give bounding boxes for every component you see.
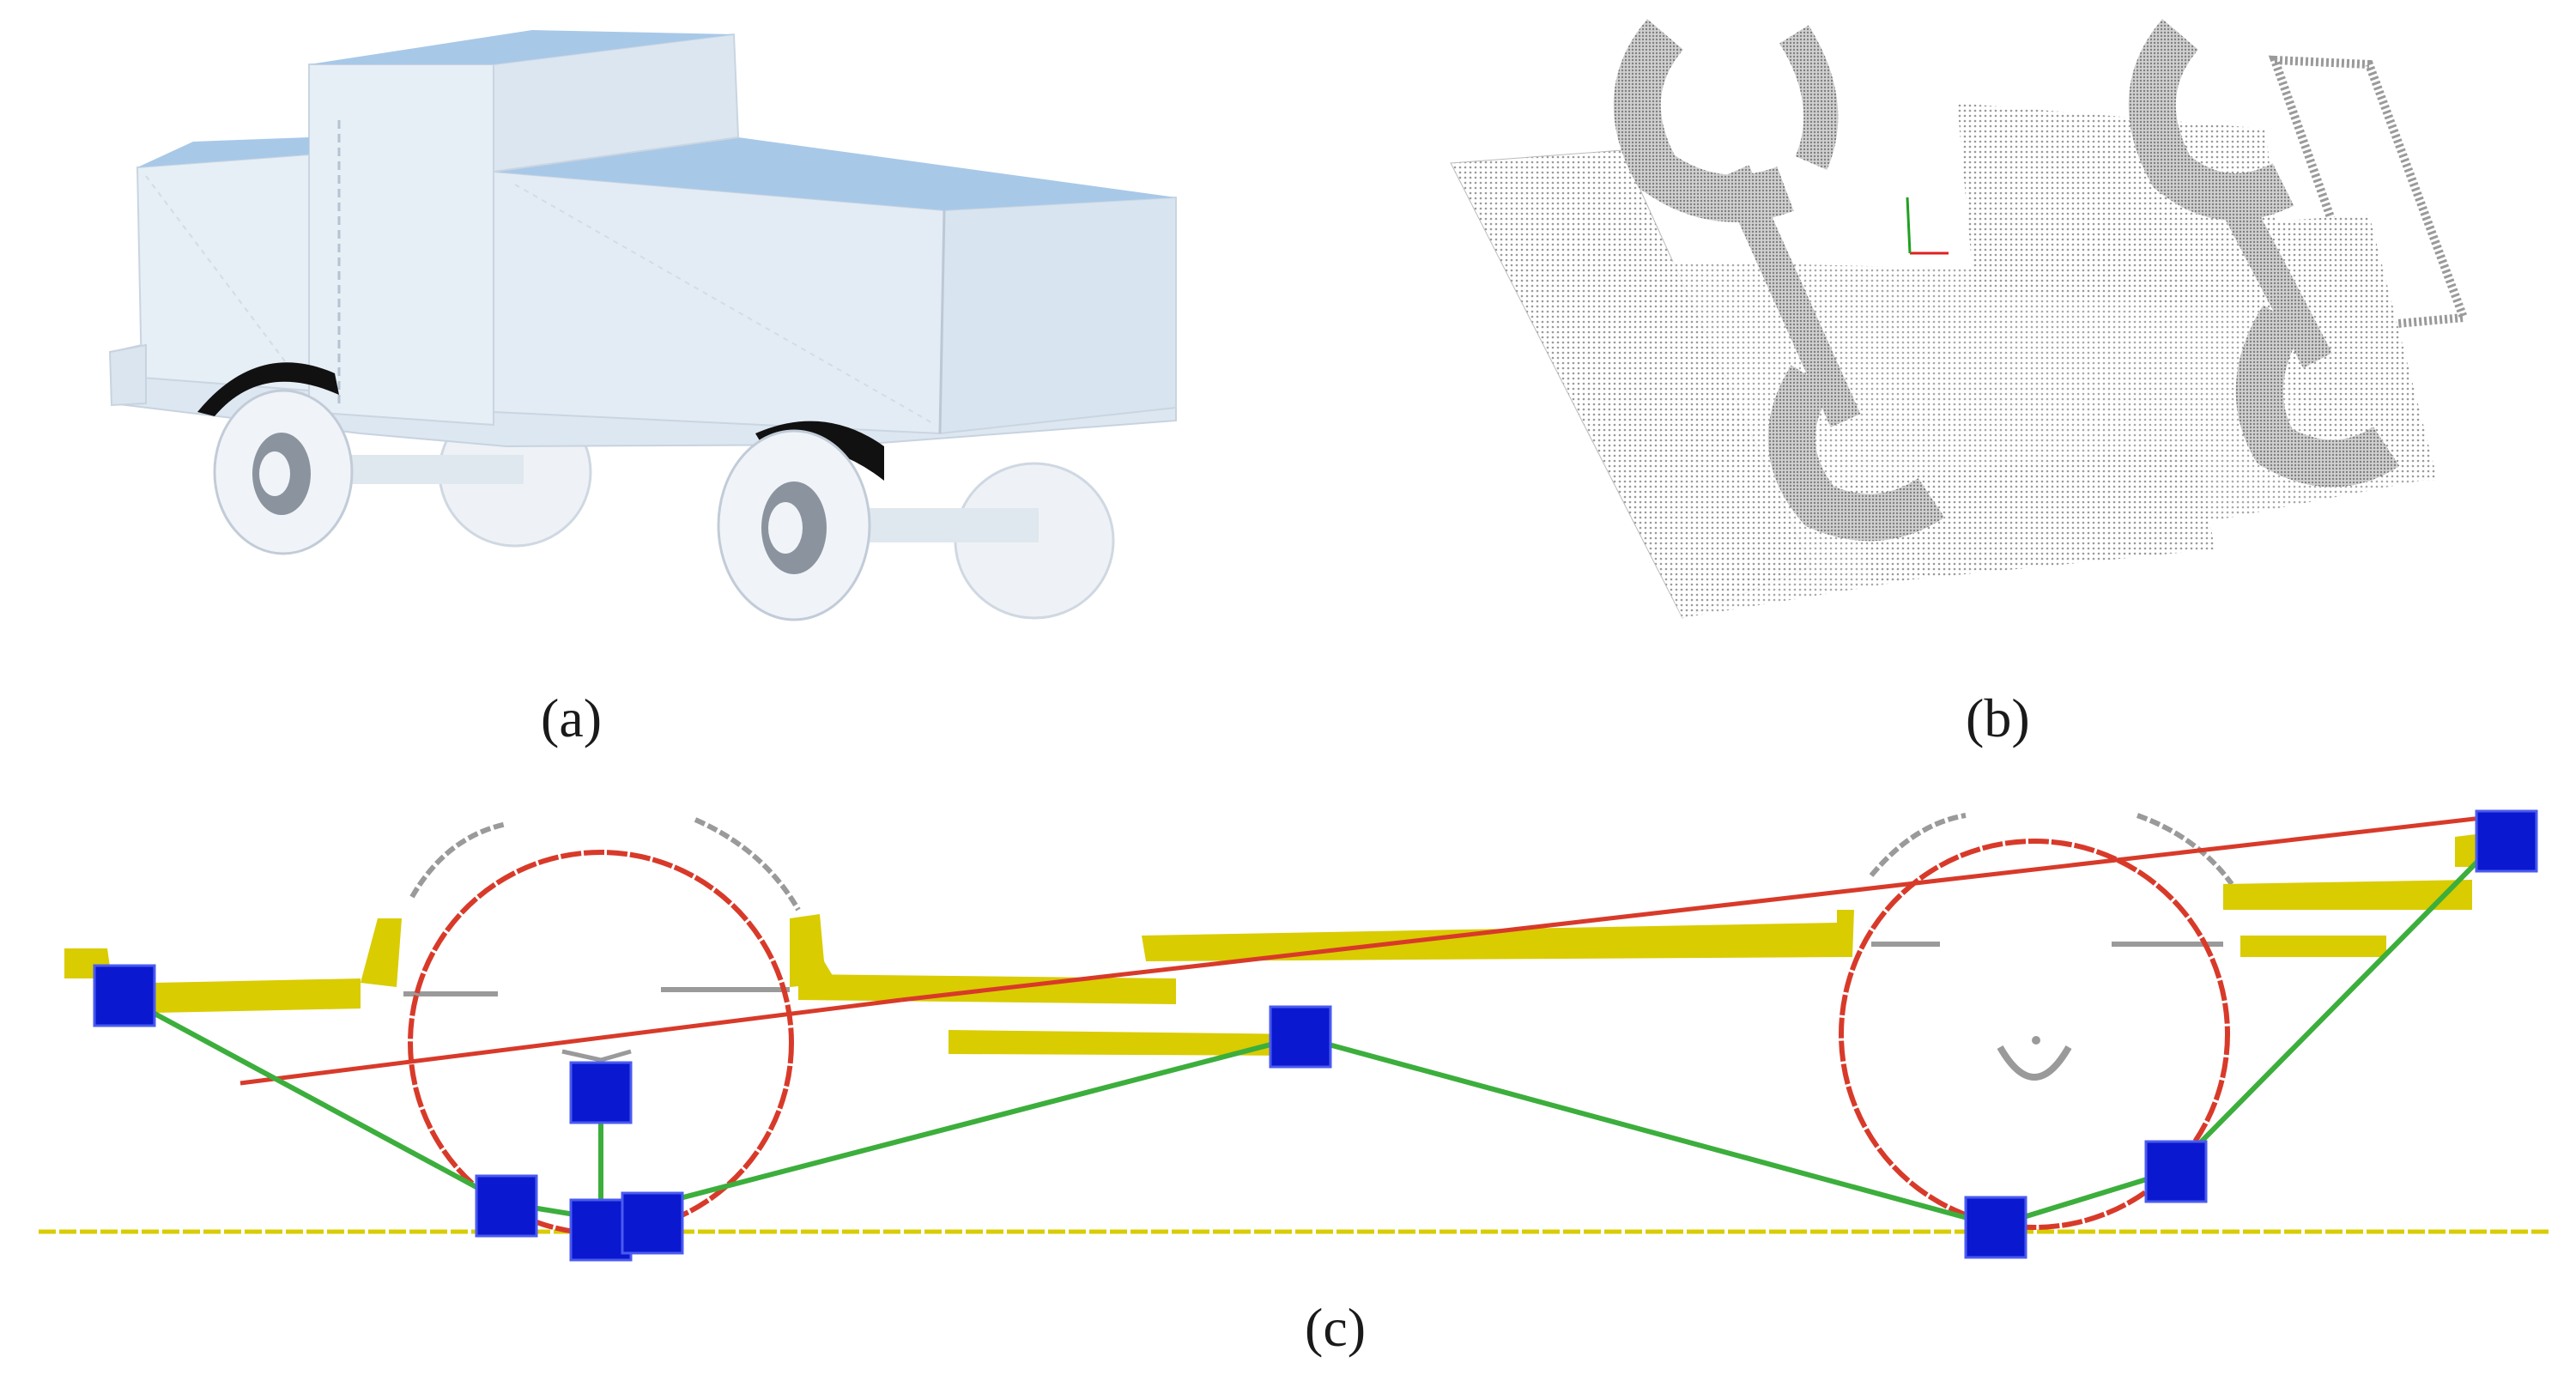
truck-front-left-wheel <box>213 389 354 555</box>
yellow-long-beam <box>1142 923 1846 961</box>
truck-cab-top <box>309 30 734 64</box>
blue-marker-front-ground-1 <box>569 1198 633 1262</box>
left-fender-arc <box>409 821 507 899</box>
blue-marker-rear-ground <box>1964 1196 2027 1259</box>
truck-cargo-top <box>494 137 1176 210</box>
truck-cab-front <box>308 64 494 427</box>
yellow-lower-beam <box>949 1030 1305 1056</box>
truck-cargo-side-face <box>938 196 1177 435</box>
caption-c: (c) <box>1305 1297 1366 1358</box>
truck-cab-side <box>493 33 740 173</box>
truck-hood-top <box>137 137 309 167</box>
point-cloud-front-block <box>1846 446 2215 584</box>
truck-hood-diagonal <box>145 175 301 383</box>
point-cloud-left-axle <box>1718 165 1861 427</box>
point-cloud-rear-block <box>1957 103 2283 309</box>
blue-marker-front-ground-2 <box>621 1191 684 1255</box>
blue-marker-rear-top <box>2475 809 2538 873</box>
yellow-front-upright <box>361 918 402 987</box>
blue-marker-mid <box>1269 1005 1332 1069</box>
point-cloud-right-axle <box>2209 173 2332 368</box>
point-cloud-axis-y <box>1906 197 1912 254</box>
yellow-rear-bracket <box>1837 910 1854 957</box>
point-cloud-front-right-wheel <box>2128 19 2294 221</box>
truck-hood-front <box>136 153 310 392</box>
blue-marker-front-hub <box>569 1061 633 1124</box>
right-wheel-circle <box>1839 839 2230 1230</box>
truck-cargo-diagonal <box>514 184 936 426</box>
left-wheel-circle <box>408 850 794 1236</box>
panel-c-side-view <box>39 809 2549 1262</box>
point-cloud-rear-right-wheel <box>2235 305 2400 488</box>
yellow-rear-upper <box>2223 880 2472 910</box>
blue-marker-front-bumper <box>93 964 156 1027</box>
truck-bumper <box>108 343 147 407</box>
red-chassis-line-upper <box>900 815 2490 1002</box>
left-fender-arc-right <box>694 817 801 912</box>
right-fender-arc <box>1869 813 1967 877</box>
caption-a: (a) <box>541 688 602 748</box>
yellow-mid-upright <box>790 914 837 987</box>
right-fender-arc-right <box>2136 813 2234 886</box>
blue-marker-front-contact <box>475 1174 538 1238</box>
point-cloud-rear-left-wheel <box>1767 365 1945 542</box>
point-cloud-floor-plane <box>1511 257 2421 618</box>
left-wheel-hub-marks <box>561 1049 632 1063</box>
caption-b: (b) <box>1966 688 2030 748</box>
truck-rear-axle <box>858 508 1039 542</box>
red-chassis-line-lower <box>239 997 902 1086</box>
truck-rear-front-wheel <box>717 429 871 621</box>
right-wheel-hub-arc <box>1997 1045 2072 1081</box>
truck-cargo-seam <box>938 209 946 434</box>
blue-marker-rear-contact <box>2144 1140 2208 1203</box>
panel-b-point-cloud <box>1450 19 2470 619</box>
point-cloud-right-frame <box>2268 55 2470 331</box>
point-cloud-right-plane <box>2249 215 2438 481</box>
point-cloud-front-left-wheel <box>1613 19 1794 222</box>
panel-a-truck-model <box>108 30 1177 621</box>
yellow-rear-lower <box>2240 936 2386 957</box>
right-wheel-hub-dot <box>2032 1036 2040 1045</box>
truck-front-fender <box>197 362 339 416</box>
yellow-front-frame <box>155 978 361 1013</box>
point-cloud-front-left-arc <box>1779 25 1839 170</box>
